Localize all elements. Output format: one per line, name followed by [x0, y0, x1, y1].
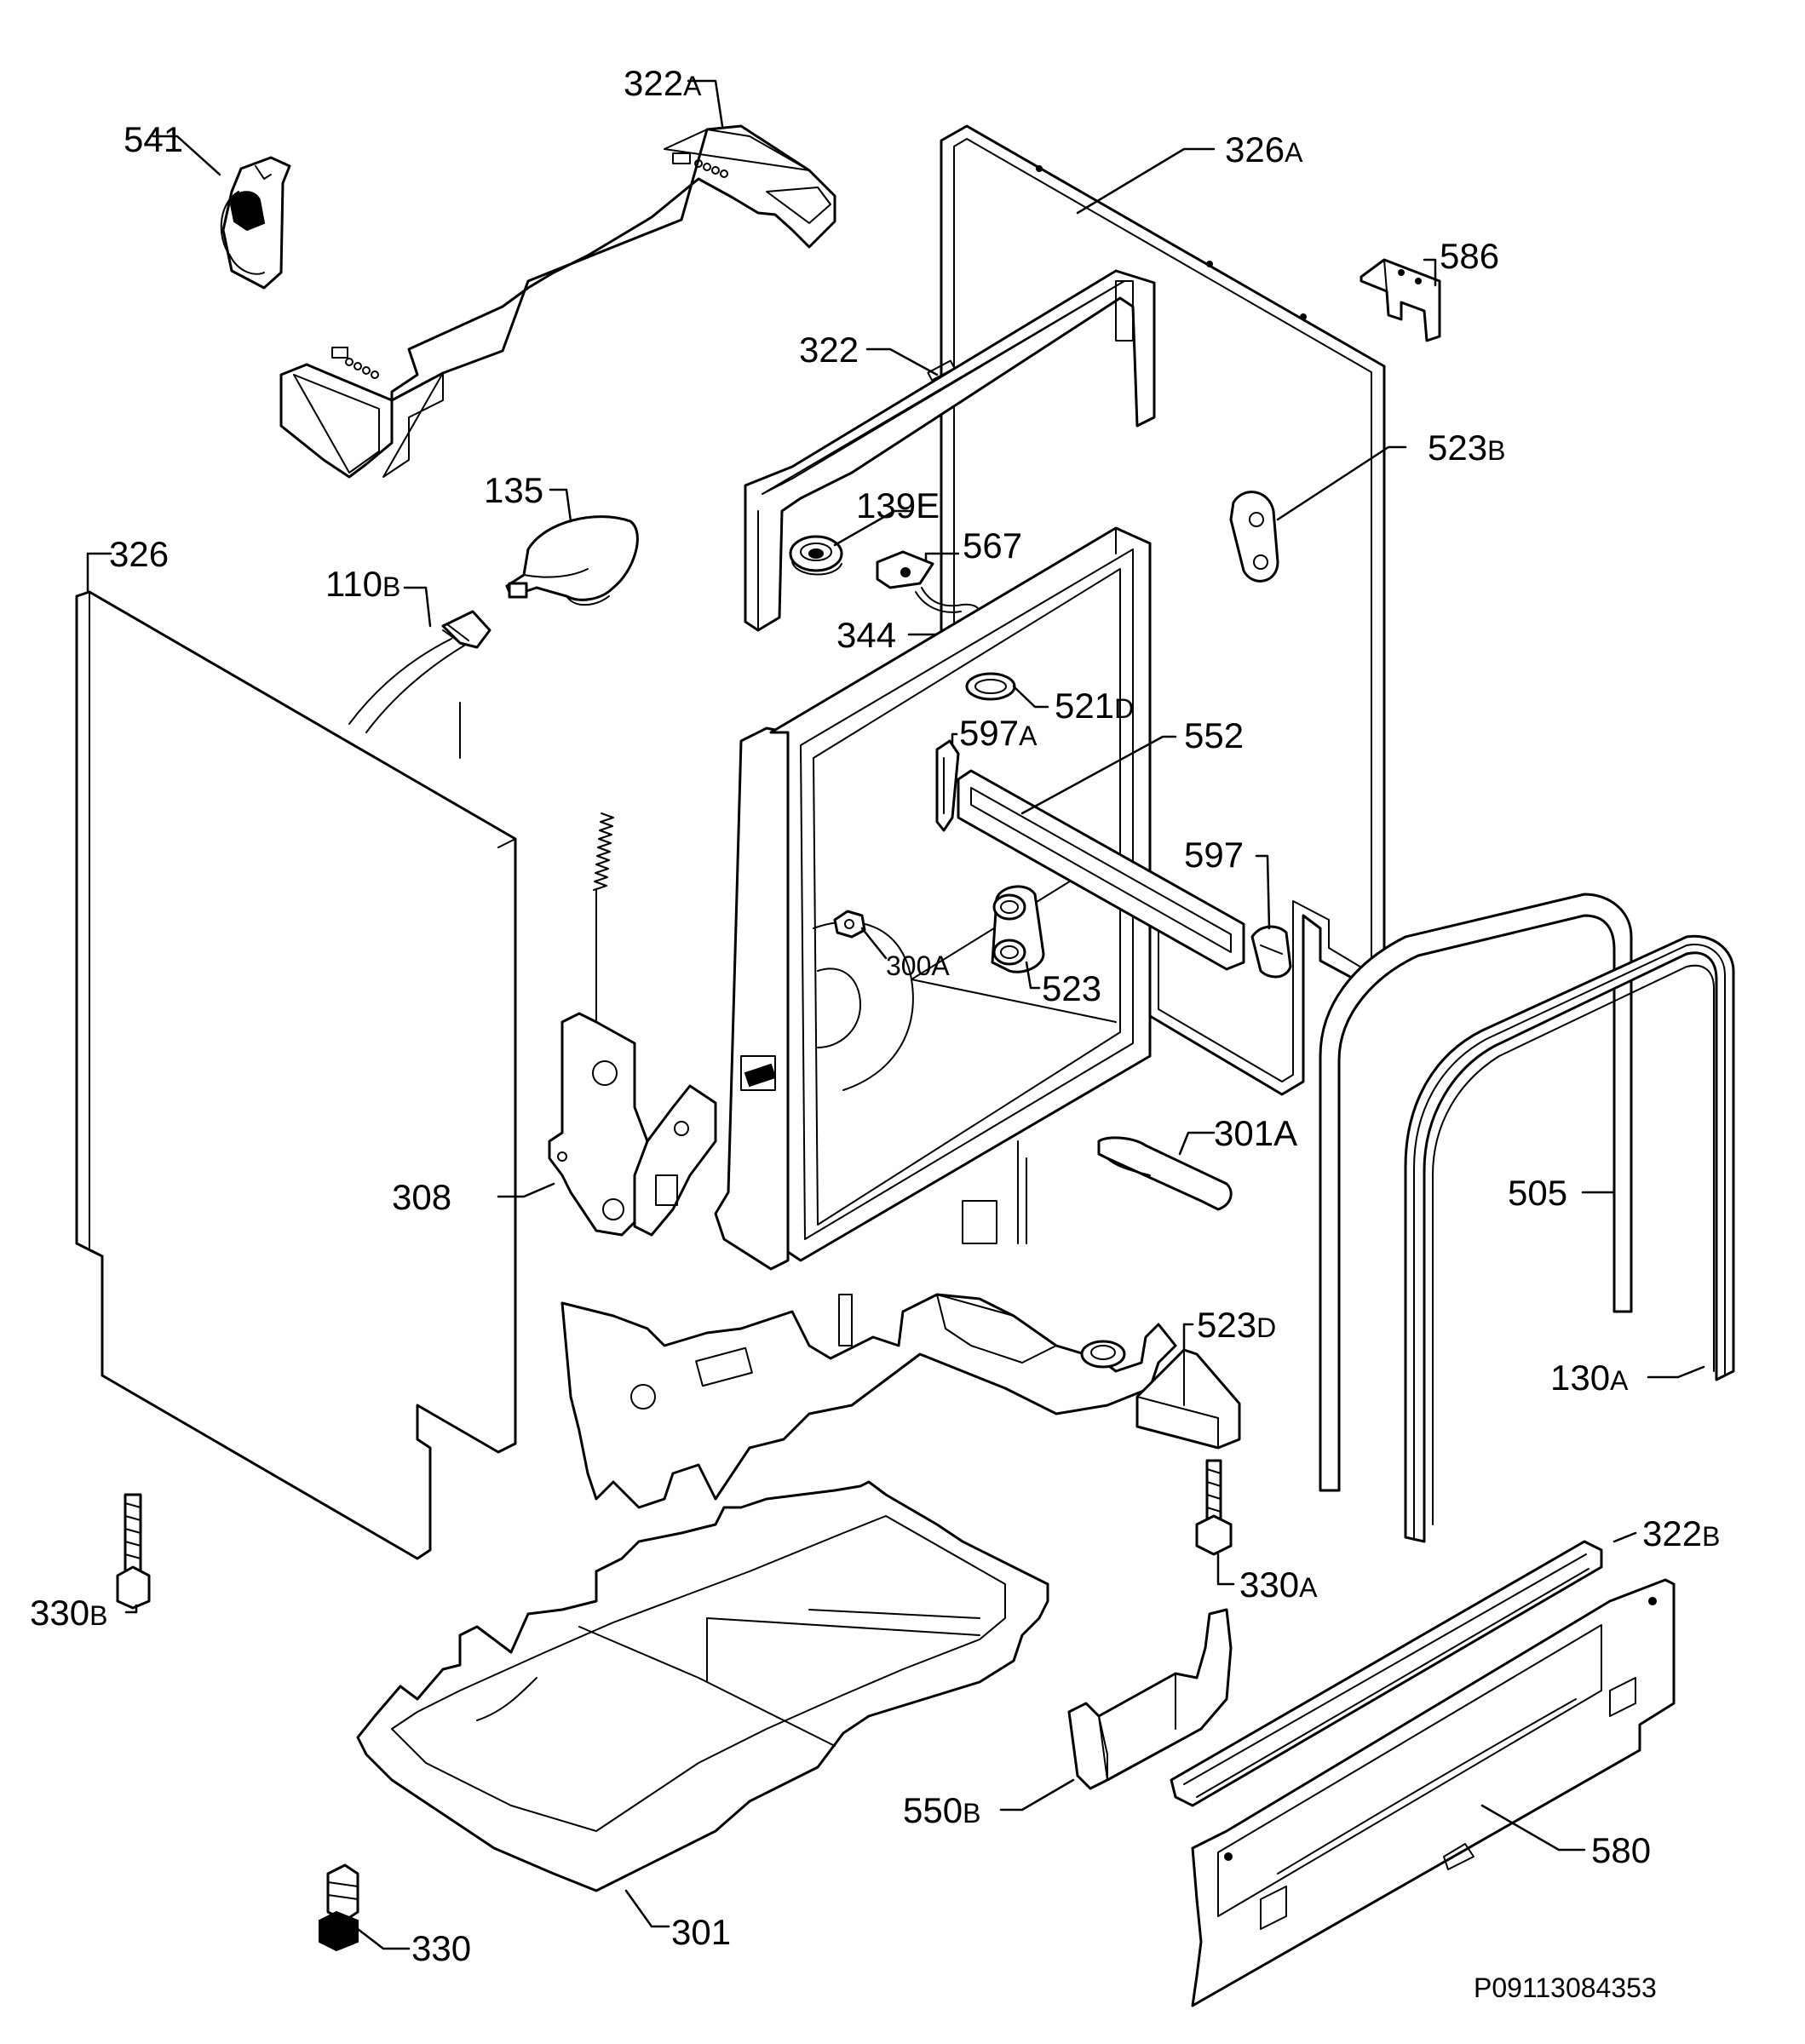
- part-541-clip[interactable]: [220, 156, 291, 290]
- part-552-rail[interactable]: [957, 769, 1245, 971]
- part-550b-bracket[interactable]: [1067, 1608, 1233, 1790]
- label-521d[interactable]: 521D: [1055, 686, 1134, 726]
- label-541[interactable]: 541: [124, 119, 183, 159]
- label-330b[interactable]: 330B: [30, 1593, 107, 1633]
- label-586[interactable]: 586: [1440, 236, 1499, 276]
- label-135[interactable]: 135: [484, 470, 543, 510]
- label-523d[interactable]: 523D: [1197, 1305, 1276, 1345]
- part-523-grommet[interactable]: [991, 885, 1045, 973]
- part-597a-clip[interactable]: [935, 739, 960, 832]
- label-523[interactable]: 523: [1042, 968, 1101, 1008]
- part-322b-strip[interactable]: [1170, 1540, 1603, 1807]
- label-597a[interactable]: 597A: [959, 713, 1038, 753]
- part-521d-seal-ring[interactable]: [965, 672, 1016, 701]
- label-322a[interactable]: 322A: [624, 63, 702, 103]
- leader-lines: [86, 79, 1705, 1950]
- label-301[interactable]: 301: [671, 1912, 731, 1952]
- part-523b-grommet[interactable]: [1229, 491, 1279, 583]
- label-322b[interactable]: 322B: [1642, 1513, 1720, 1553]
- label-300a[interactable]: 300A: [886, 950, 950, 981]
- part-567-bracket[interactable]: [876, 550, 934, 589]
- label-580[interactable]: 580: [1591, 1830, 1651, 1870]
- tub-frame-assembly[interactable]: [714, 526, 1152, 1271]
- label-552[interactable]: 552: [1184, 715, 1244, 755]
- label-322[interactable]: 322: [799, 330, 859, 370]
- label-308[interactable]: 308: [392, 1177, 451, 1217]
- part-130a-gasket[interactable]: [1404, 934, 1735, 1543]
- drawing-reference-number: P09113084353: [1474, 1972, 1657, 2003]
- part-580-plinth[interactable]: [1191, 1578, 1676, 2007]
- part-523d-support[interactable]: [1135, 1348, 1241, 1450]
- label-505[interactable]: 505: [1508, 1173, 1567, 1213]
- label-330[interactable]: 330: [411, 1928, 471, 1968]
- label-110b[interactable]: 110B: [325, 564, 400, 604]
- label-301a[interactable]: 301A: [1214, 1113, 1297, 1153]
- label-326[interactable]: 326: [109, 534, 169, 574]
- part-308-hinge[interactable]: [548, 812, 717, 1237]
- part-322-inner-frame[interactable]: [744, 269, 1156, 632]
- part-597-clip[interactable]: [1250, 925, 1292, 979]
- part-110b-hose[interactable]: [348, 610, 491, 759]
- label-130a[interactable]: 130A: [1550, 1358, 1629, 1398]
- label-330a[interactable]: 330A: [1239, 1565, 1318, 1605]
- part-330-bolt[interactable]: [319, 1863, 359, 1952]
- label-523b[interactable]: 523B: [1428, 428, 1505, 468]
- base-assembly[interactable]: [560, 1140, 1177, 1509]
- label-139e[interactable]: 139E: [856, 485, 940, 525]
- label-567[interactable]: 567: [963, 525, 1022, 566]
- part-135-dispenser[interactable]: [505, 515, 639, 606]
- part-586-bracket[interactable]: [1359, 258, 1441, 342]
- label-597[interactable]: 597: [1184, 835, 1244, 875]
- part-labels: 541 322A 326A 586 322 523B 135 139E 567 …: [30, 63, 1720, 1968]
- label-326a[interactable]: 326A: [1225, 129, 1303, 169]
- part-505-gasket[interactable]: [1319, 893, 1633, 1492]
- label-344[interactable]: 344: [836, 615, 896, 655]
- part-301a-drip-tray[interactable]: [1097, 1136, 1233, 1211]
- part-326-side-panel[interactable]: [75, 590, 517, 1560]
- part-139e-cap[interactable]: [789, 535, 843, 576]
- part-330a-foot-bolt[interactable]: [1195, 1459, 1233, 1556]
- part-322a-top-frame[interactable]: [279, 124, 836, 479]
- part-330b-bolt[interactable]: [116, 1493, 151, 1610]
- part-301-base-tray[interactable]: [356, 1480, 1049, 1892]
- label-550b[interactable]: 550B: [903, 1790, 980, 1830]
